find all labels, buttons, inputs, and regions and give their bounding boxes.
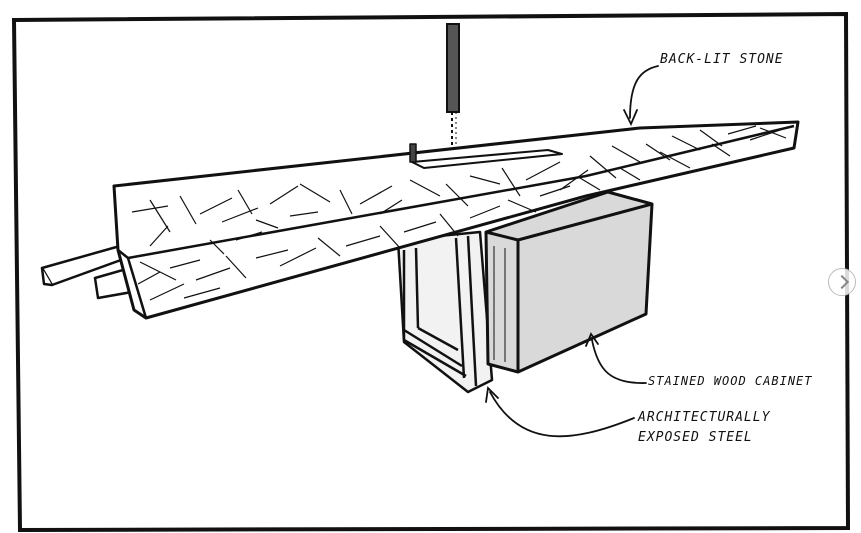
label-exposed-steel: EXPOSED STEEL — [638, 430, 753, 445]
label-back-lit-stone: BACK-LIT STONE — [660, 52, 784, 67]
label-architecturally: ARCHITECTURALLY — [638, 410, 771, 425]
carousel-next-button[interactable] — [828, 268, 856, 296]
leader-lines — [485, 65, 659, 438]
steel-frame — [396, 230, 494, 394]
chevron-right-icon — [834, 274, 850, 290]
label-stained-wood-cabinet: STAINED WOOD CABINET — [648, 374, 813, 388]
stone-slab — [112, 120, 800, 320]
steel-arm — [40, 244, 134, 300]
sketch-border — [11, 11, 851, 533]
pendant-rod — [446, 23, 460, 158]
wood-cabinet — [484, 190, 654, 374]
